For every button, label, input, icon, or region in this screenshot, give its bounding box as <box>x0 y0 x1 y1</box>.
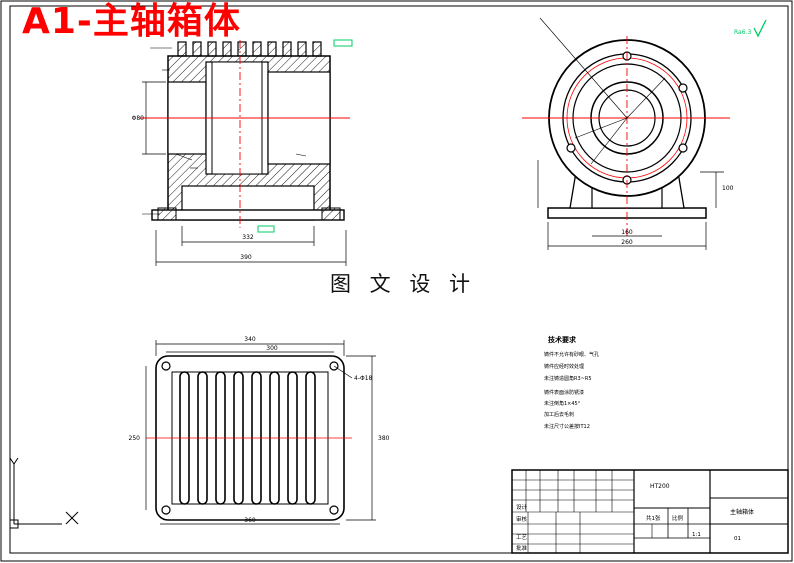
label-approve: 批准 <box>516 544 528 552</box>
part-number: 01 <box>734 536 741 542</box>
roughness-symbol <box>753 19 767 38</box>
roughness-label: Ra6.3 <box>734 29 751 36</box>
dim-plan-top: 340 <box>244 336 256 343</box>
drawing-title: A1-主轴箱体 <box>22 1 241 42</box>
scale-value: 1:1 <box>692 532 701 538</box>
drawing-name: 主轴箱体 <box>730 508 754 516</box>
requirement-6: 加工后去毛刺 <box>544 411 574 418</box>
requirement-7: 未注尺寸公差按IT12 <box>544 423 590 430</box>
requirement-4: 铸件表面涂防锈漆 <box>544 389 584 396</box>
technical-requirements: 技术要求 铸件不允许有砂眼、气孔 铸件应经时效处理 未注铸造圆角R3~R5 铸件… <box>544 335 599 430</box>
dim-front-base: 332 <box>242 234 254 241</box>
drawing-frame <box>9 5 789 554</box>
plan-view: 340 300 380 250 360 4-Φ18 <box>129 336 390 525</box>
dim-plan-height: 380 <box>378 435 390 442</box>
requirement-1: 铸件不允许有砂眼、气孔 <box>544 351 599 358</box>
dim-plan-bottom: 360 <box>244 517 256 524</box>
dim-plan-hole: 4-Φ18 <box>354 375 373 382</box>
requirement-2: 铸件应经时效处理 <box>544 363 584 370</box>
material: HT200 <box>650 483 670 490</box>
requirement-5: 未注倒角1×45° <box>544 400 581 407</box>
dim-plan-left: 250 <box>129 435 141 442</box>
requirement-3: 未注铸造圆角R3~R5 <box>544 375 592 382</box>
title-block-text: 设计 审核 工艺 批准 HT200 比例 1:1 主轴箱体 01 共1张 <box>516 483 754 552</box>
title-block <box>511 469 789 554</box>
label-process: 工艺 <box>516 534 528 541</box>
front-section-view: 390 332 Φ80 <box>132 39 353 266</box>
side-view: 260 160 100 Ra6.3 <box>522 17 767 250</box>
requirements-heading: 技术要求 <box>548 335 577 344</box>
dim-side-width: 260 <box>621 239 633 246</box>
sheet-count: 共1张 <box>646 514 661 522</box>
label-review: 审核 <box>516 515 528 523</box>
dim-front-width: 390 <box>240 254 252 261</box>
ucs-axis-icon <box>9 457 79 529</box>
dim-plan-overall: 300 <box>266 345 278 352</box>
dim-side-base: 160 <box>621 229 633 236</box>
dim-side-height: 100 <box>722 185 734 192</box>
scale-label: 比例 <box>672 514 684 522</box>
label-design: 设计 <box>516 503 528 511</box>
dim-front-bore: Φ80 <box>132 115 145 122</box>
watermark-text: 图 文 设 计 <box>330 272 477 296</box>
